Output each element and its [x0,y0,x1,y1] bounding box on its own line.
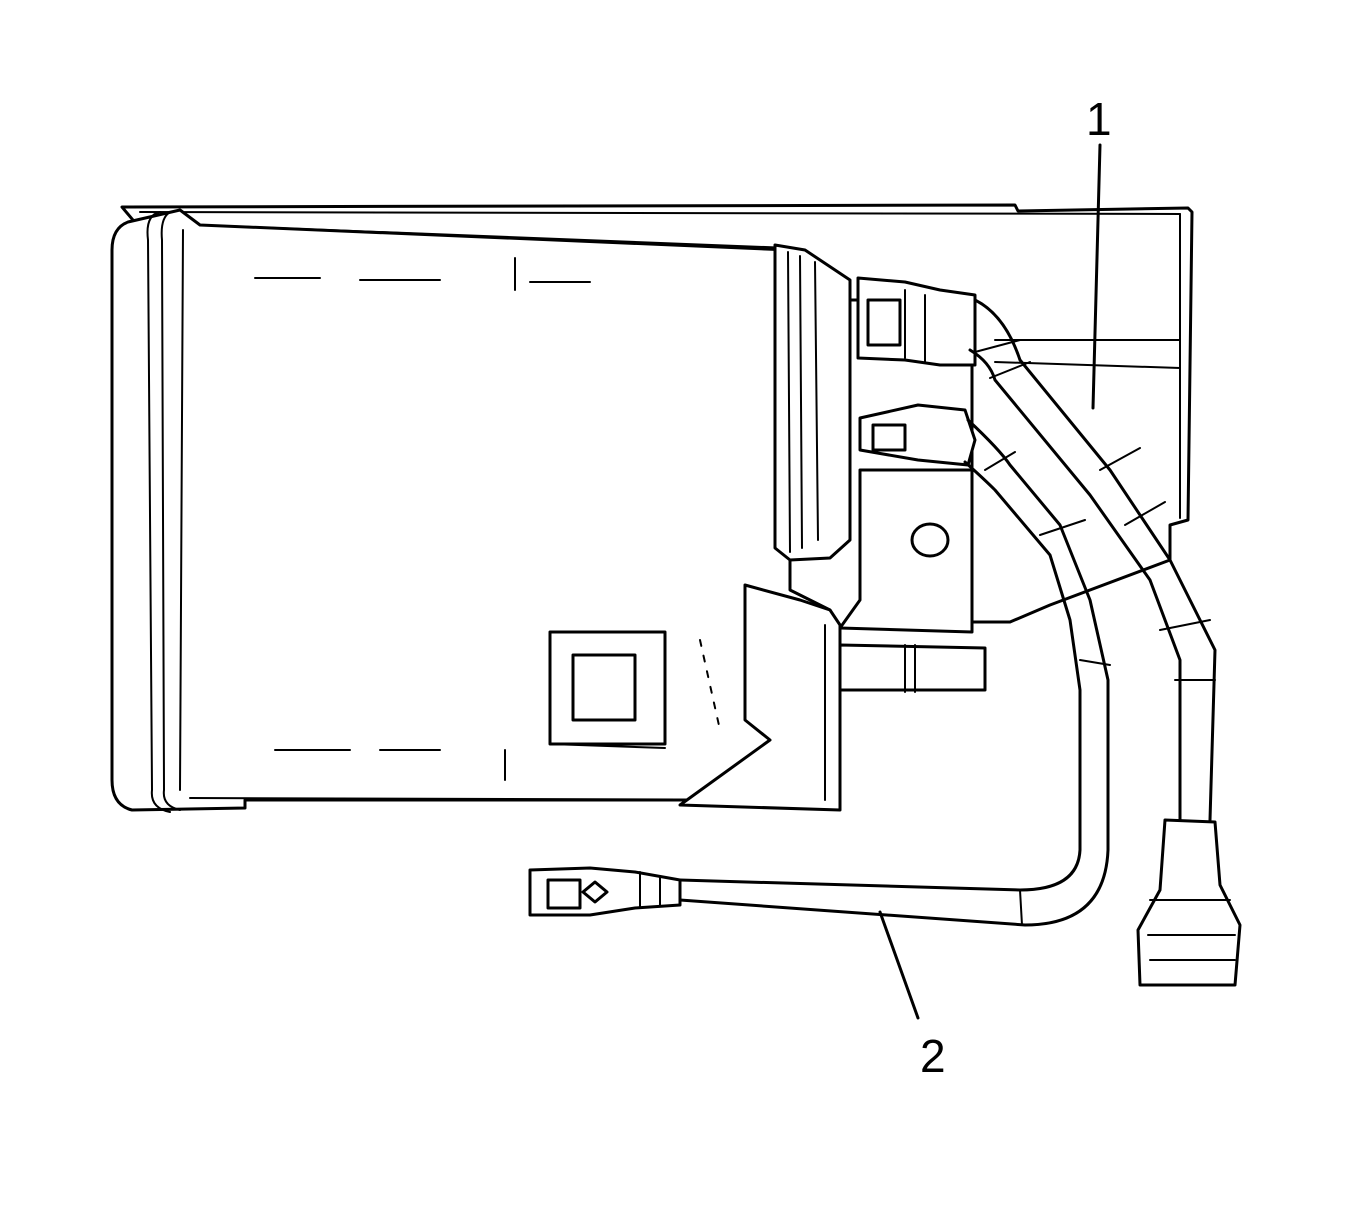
callout-1: 1 [1086,93,1112,145]
leader-line-2 [878,910,920,1020]
leader-line-1 [1091,143,1102,410]
upper-quick-connector [856,276,977,367]
lower-quick-connector [858,403,977,467]
purge-valve-housing [548,583,842,812]
callout-2: 2 [920,1030,946,1082]
vapor-hose-1 [968,298,1242,987]
vapor-hose-2 [528,418,1111,927]
side-port [838,643,987,693]
canister-end-cap [773,243,852,562]
canister-body [110,208,832,813]
bracket-plate [838,468,974,634]
